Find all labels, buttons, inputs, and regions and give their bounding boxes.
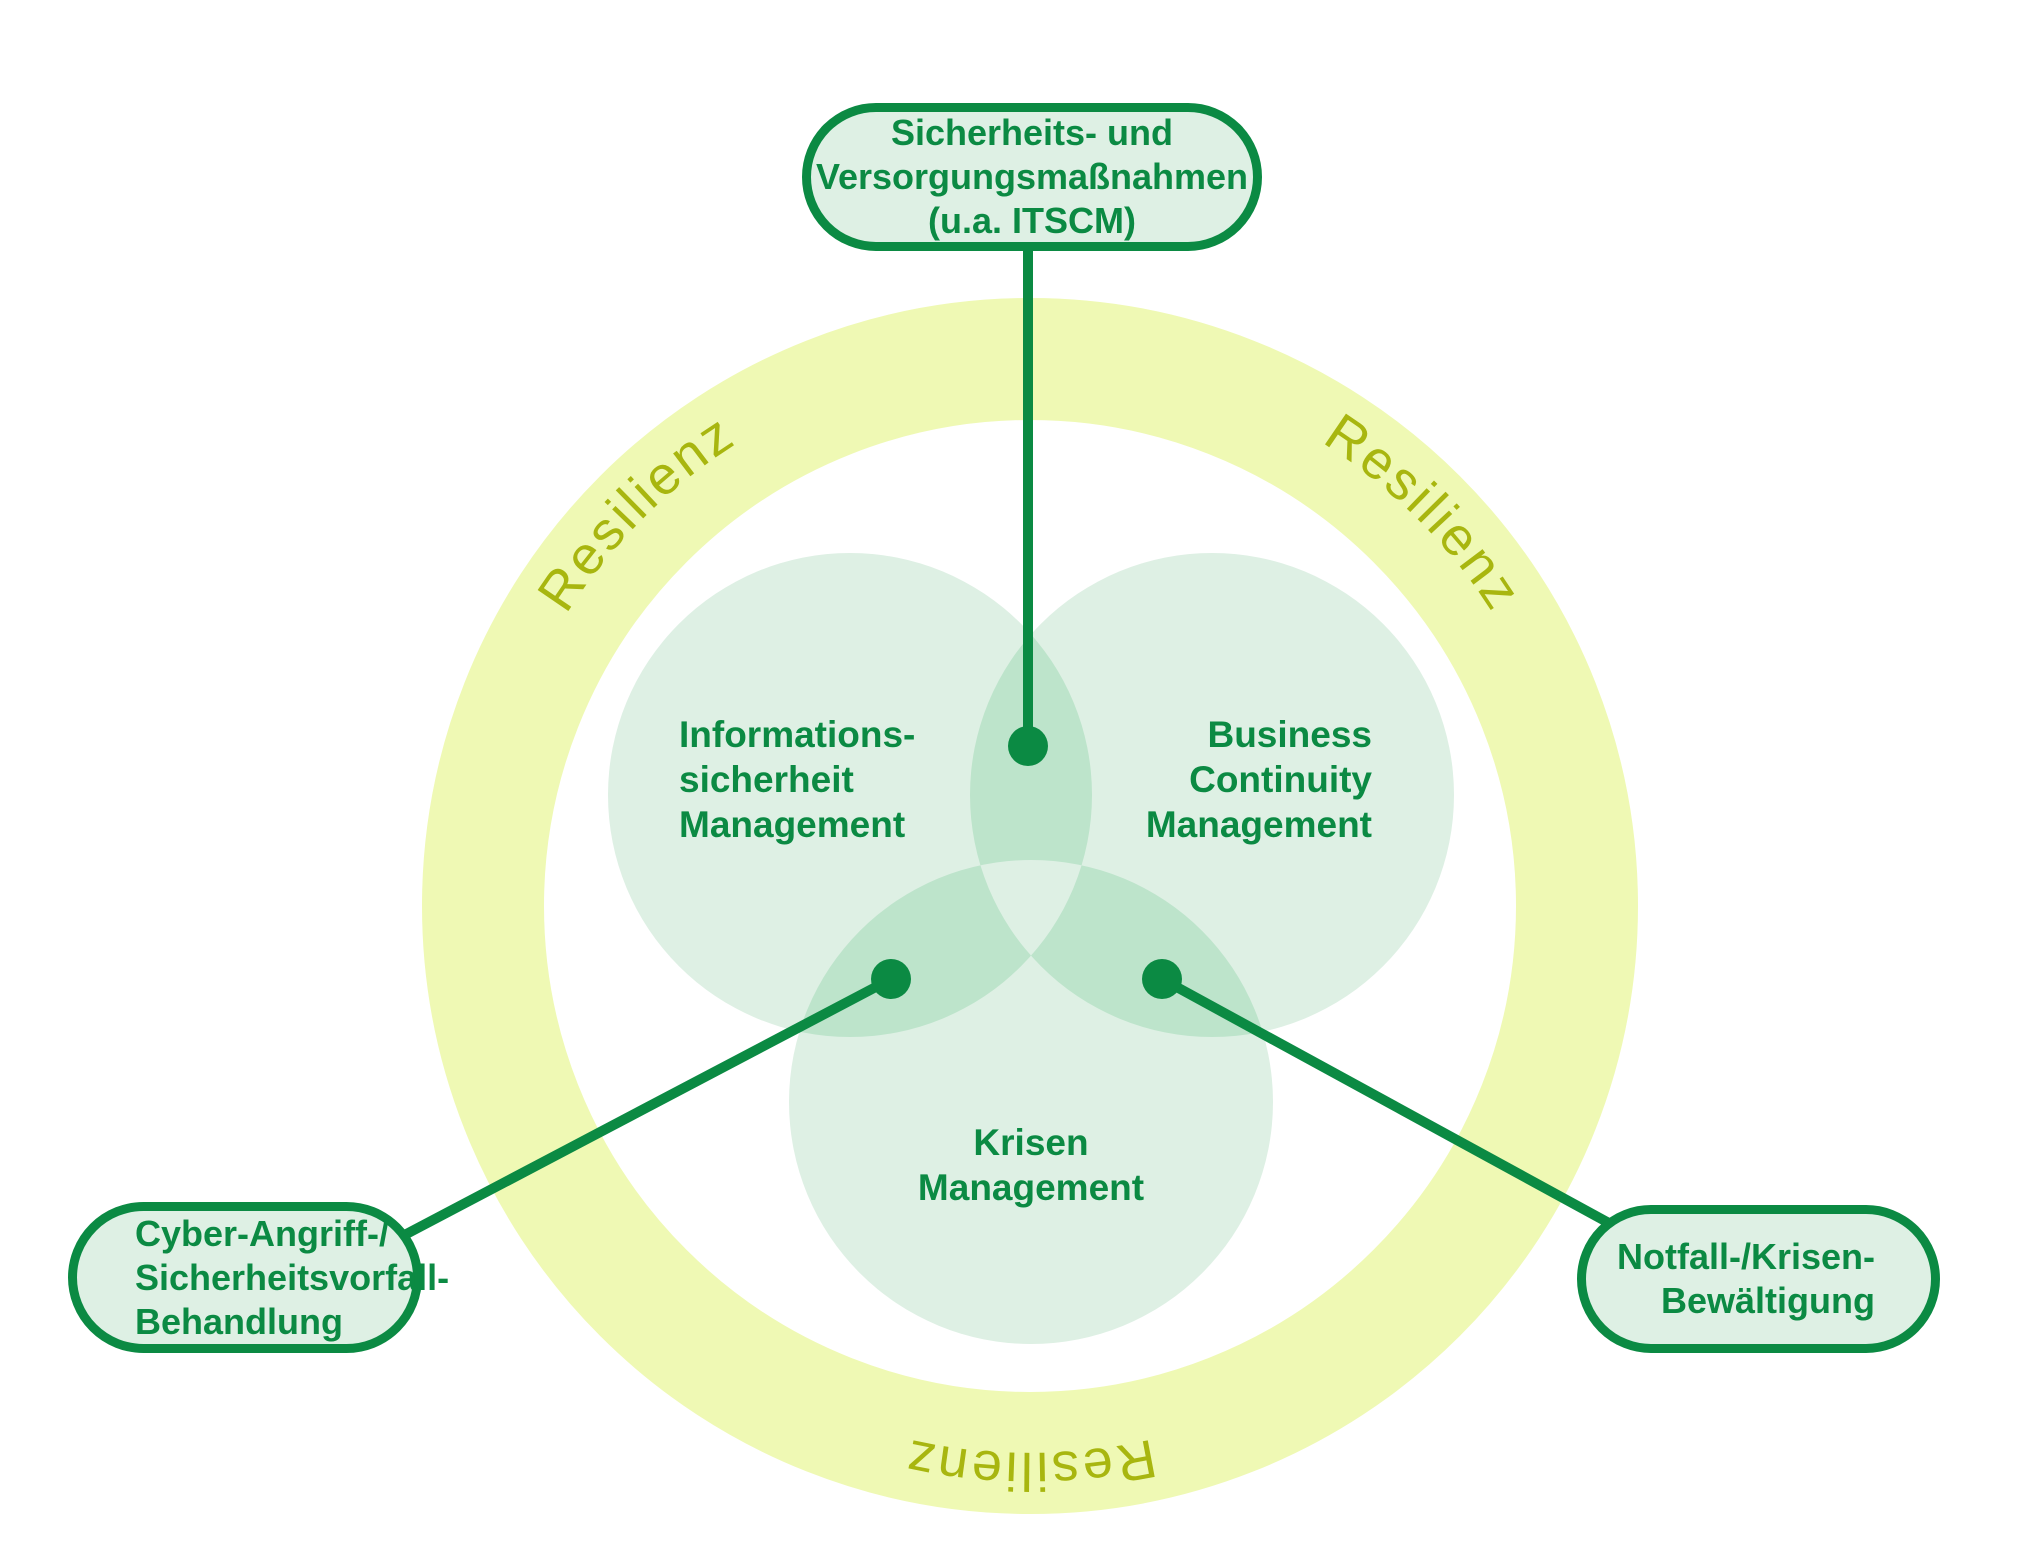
callout-line: Cyber-Angriff-/ bbox=[135, 1212, 389, 1254]
callout-line: Behandlung bbox=[135, 1300, 343, 1342]
label-line: Krisen bbox=[973, 1122, 1089, 1163]
callout-line: Bewältigung bbox=[1661, 1280, 1875, 1321]
callout-cyber-angriff-sicherheitsvorfall-behandlung: Cyber-Angriff-/ Sicherheitsvorfall- Beha… bbox=[68, 1202, 450, 1353]
callout-line: Versorgungsmaßnahmen bbox=[815, 156, 1249, 197]
junction-dot-top bbox=[1008, 726, 1048, 766]
callout-notfall-krisen-bewaeltigung: Notfall-/Krisen- Bewältigung bbox=[1577, 1205, 1940, 1353]
label-line: Business bbox=[1207, 714, 1372, 755]
callout-line: Sicherheitsvorfall- bbox=[135, 1256, 450, 1298]
junction-dot-left bbox=[871, 959, 911, 999]
callout-line: Notfall-/Krisen- bbox=[1616, 1236, 1875, 1277]
label-line: Management bbox=[1145, 804, 1372, 845]
callout-sicherheits-und-versorgungsmassnahmen: Sicherheits- und Versorgungsmaßnahmen (u… bbox=[802, 103, 1262, 251]
label-line: Management bbox=[679, 804, 906, 845]
callout-line: (u.a. ITSCM) bbox=[928, 200, 1136, 241]
junction-dot-right bbox=[1142, 959, 1182, 999]
callout-line: Sicherheits- und bbox=[890, 112, 1174, 153]
connector-right bbox=[1159, 974, 1643, 1245]
label-line: Informations- bbox=[679, 714, 916, 755]
label-line: Management bbox=[917, 1167, 1145, 1208]
label-business-continuity-management: Business Continuity Management bbox=[1146, 712, 1372, 847]
label-line: Continuity bbox=[1189, 759, 1372, 800]
label-line: sicherheit bbox=[679, 759, 854, 800]
label-informationssicherheit-management: Informations- sicherheit Management bbox=[679, 712, 915, 847]
label-krisen-management: Krisen Management bbox=[831, 1120, 1231, 1210]
connector-left bbox=[392, 974, 894, 1245]
